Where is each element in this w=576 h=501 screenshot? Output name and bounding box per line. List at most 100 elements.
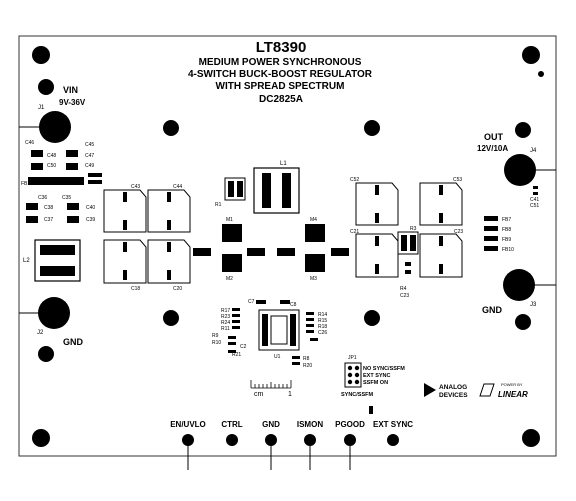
j1-label: J1 — [38, 105, 45, 111]
r20-label: R20 — [303, 363, 312, 369]
mounting-hole-bottom-right — [522, 429, 540, 447]
r18-label: R18 — [318, 324, 327, 330]
gnd-right-terminal — [503, 269, 535, 301]
r10-label: R10 — [212, 340, 221, 346]
r15-label: R15 — [318, 318, 327, 324]
pin-pgood-label: PGOOD — [335, 420, 365, 429]
mounting-hole-top-left — [32, 46, 50, 64]
m2-mosfet — [222, 254, 242, 272]
vin-label: VIN — [63, 85, 78, 95]
output-bulk-cap-pads — [375, 185, 443, 274]
analog-devices-logo: ANALOG DEVICES — [424, 383, 468, 399]
c40-label: C40 — [86, 205, 95, 211]
turret-ext-sync — [387, 434, 399, 446]
pin-ctrl-label: CTRL — [221, 420, 242, 429]
turret-ismon — [304, 434, 316, 446]
small-part — [405, 270, 411, 274]
m3-label: M3 — [310, 276, 317, 282]
logo-devices: DEVICES — [439, 392, 468, 399]
fb1-label: FB1 — [21, 181, 30, 187]
r14-label: R14 — [318, 312, 327, 318]
mounting-hole-top-right — [522, 46, 540, 64]
board-subtitle-2: 4-SWITCH BUCK-BOOST REGULATOR — [188, 69, 373, 80]
controller-area — [228, 300, 318, 365]
l1-pad — [262, 173, 271, 208]
u1-center — [270, 315, 288, 345]
cap-pair — [277, 248, 295, 256]
fb10-label: FB10 — [502, 247, 514, 253]
c38-label: C38 — [44, 205, 53, 211]
c43-label: C43 — [131, 184, 140, 190]
jp1-option-2: EXT SYNC — [363, 373, 391, 379]
c26-label: C26 — [318, 330, 327, 336]
m3-mosfet — [305, 254, 325, 272]
c46-label: C46 — [25, 140, 34, 146]
r11-label: R11 — [221, 326, 230, 332]
m1-mosfet — [222, 224, 242, 242]
c52-label: C52 — [350, 177, 359, 183]
mosfets — [193, 224, 349, 272]
r3-label: R3 — [410, 226, 417, 232]
c45-label: C45 — [85, 142, 94, 148]
r9-label: R9 — [212, 333, 219, 339]
c21-label: C21 — [350, 229, 359, 235]
c23b-label: C23 — [400, 293, 409, 299]
jp1-label: JP1 — [348, 355, 357, 361]
small-part — [533, 186, 538, 189]
turret-en-uvlo — [182, 434, 194, 446]
cap-pad — [31, 150, 43, 157]
small-part — [533, 192, 538, 195]
u1-pads-left — [262, 314, 268, 346]
r24-label: R24 — [221, 320, 230, 326]
pin-gnd-label: GND — [262, 420, 280, 429]
small-parts — [88, 180, 102, 184]
small-part — [369, 406, 373, 414]
vin-range: 9V-36V — [59, 98, 86, 107]
gnd-left-terminal — [38, 297, 70, 329]
c41-label: C41 — [530, 197, 539, 203]
input-bulk-caps — [103, 189, 191, 284]
vin-terminal — [39, 111, 71, 143]
cap-pad — [66, 163, 78, 170]
j4-label: J4 — [530, 148, 537, 154]
c53-label: C53 — [453, 177, 462, 183]
c8-label: C8 — [290, 302, 297, 308]
test-point-small — [538, 71, 544, 77]
r4-label: R4 — [400, 286, 407, 292]
c36-label: C36 — [38, 195, 47, 201]
l1-pad — [282, 173, 291, 208]
r1-pad — [228, 181, 234, 197]
l2-inductor — [34, 239, 81, 282]
cap-pad — [26, 203, 38, 210]
jp1-caption: SYNC/SSFM — [341, 392, 374, 398]
r17-label: R17 — [221, 308, 230, 314]
c48-label: C48 — [47, 153, 56, 159]
c35-label: C35 — [62, 195, 71, 201]
jp1-pins — [347, 365, 360, 385]
linear-logo: POWER BY LINEAR — [479, 382, 528, 399]
c20-label: C20 — [173, 286, 182, 292]
turret-ctrl — [226, 434, 238, 446]
via-hole — [515, 314, 531, 330]
via-hole — [38, 79, 54, 95]
l2-pad — [40, 245, 75, 255]
logo-analog: ANALOG — [439, 384, 467, 391]
c23-label: C23 — [454, 229, 463, 235]
ferrite-beads — [484, 216, 498, 251]
mounting-holes — [32, 46, 544, 447]
c18-label: C18 — [131, 286, 140, 292]
c47-label: C47 — [85, 153, 94, 159]
r3-pad — [410, 235, 416, 251]
jp1-option-3: SSFM ON — [363, 380, 388, 386]
j3-label: J3 — [530, 302, 537, 308]
out-rating: 12V/10A — [477, 144, 508, 153]
turret-gnd — [265, 434, 277, 446]
out-terminal — [504, 154, 536, 186]
ruler-one: 1 — [288, 391, 292, 398]
c51-label: C51 — [530, 203, 539, 209]
m4-mosfet — [305, 224, 325, 242]
mounting-hole-bottom-left — [32, 429, 50, 447]
board-subtitle-3: WITH SPREAD SPECTRUM — [216, 81, 345, 92]
ferrite-row — [28, 177, 84, 185]
